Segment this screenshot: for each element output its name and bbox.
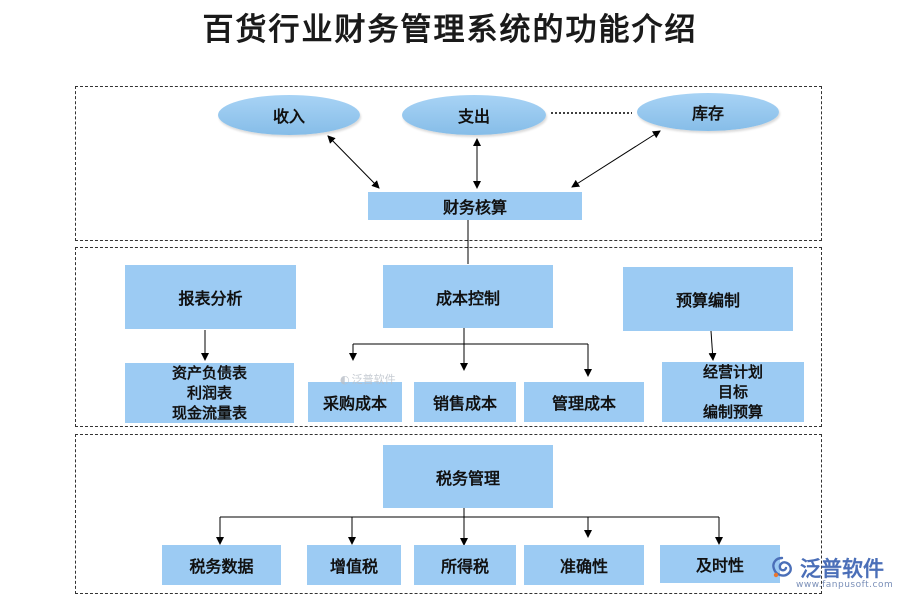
node-tax: 税务管理 — [383, 445, 553, 508]
node-tax-label: 税务管理 — [435, 468, 500, 488]
brand-logo-url: www.fanpusoft.com — [796, 580, 894, 590]
budget-item-prepare: 编制预算 — [702, 403, 763, 421]
node-income-tax: 所得税 — [414, 545, 516, 585]
budget-item-target: 目标 — [717, 383, 748, 401]
node-purchase-cost: 采购成本 — [308, 382, 402, 422]
node-income-tax-label: 所得税 — [440, 557, 489, 576]
node-admin-cost-label: 管理成本 — [551, 394, 616, 413]
watermark-icon: ◐ — [340, 372, 350, 386]
page-title: 百货行业财务管理系统的功能介绍 — [202, 12, 698, 48]
node-cost: 成本控制 — [383, 265, 553, 328]
node-accuracy-label: 准确性 — [559, 557, 608, 576]
node-expense: 支出 — [402, 95, 546, 135]
node-budget-items: 经营计划 目标 编制预算 — [662, 362, 804, 422]
node-inventory-label: 库存 — [691, 104, 724, 123]
node-accuracy: 准确性 — [524, 545, 644, 585]
node-timeliness-label: 及时性 — [695, 556, 744, 575]
arrow-inventory-accounting — [571, 130, 661, 188]
node-expense-label: 支出 — [457, 107, 490, 126]
node-vat-label: 增值税 — [329, 557, 378, 576]
node-admin-cost: 管理成本 — [524, 382, 644, 422]
node-tax-data: 税务数据 — [162, 545, 281, 585]
brand-logo-text: 泛普软件 — [800, 557, 884, 581]
node-accounting: 财务核算 — [368, 192, 582, 220]
panel-accounting — [75, 86, 822, 241]
node-income: 收入 — [218, 95, 360, 135]
node-timeliness: 及时性 — [660, 545, 780, 583]
report-item-balance-sheet: 资产负债表 — [171, 364, 247, 382]
node-report: 报表分析 — [125, 265, 296, 329]
node-sales-cost: 销售成本 — [414, 382, 516, 422]
report-item-cash-flow: 现金流量表 — [171, 404, 247, 422]
node-budget: 预算编制 — [623, 267, 793, 331]
node-sales-cost-label: 销售成本 — [432, 394, 497, 413]
watermark-logo: ◐ 泛普软件 — [340, 371, 396, 387]
watermark-text: 泛普软件 — [351, 373, 396, 386]
report-item-income-statement: 利润表 — [186, 384, 232, 402]
brand-logo: 泛普软件 — [770, 553, 884, 583]
node-accounting-label: 财务核算 — [442, 198, 507, 217]
node-purchase-cost-label: 采购成本 — [322, 394, 387, 413]
brand-logo-icon — [772, 556, 792, 578]
node-vat: 增值税 — [307, 545, 401, 585]
node-report-items: 资产负债表 利润表 现金流量表 — [125, 363, 294, 423]
node-income-label: 收入 — [272, 107, 305, 126]
arrow-budget-items — [708, 330, 717, 361]
budget-item-operating-plan: 经营计划 — [702, 363, 763, 381]
panel-management — [75, 247, 822, 427]
node-report-label: 报表分析 — [178, 289, 243, 308]
node-budget-label: 预算编制 — [675, 291, 740, 310]
node-cost-label: 成本控制 — [435, 288, 500, 308]
node-tax-data-label: 税务数据 — [189, 557, 254, 576]
node-inventory: 库存 — [637, 93, 779, 131]
arrow-income-accounting — [327, 135, 380, 189]
panel-tax — [75, 434, 822, 594]
